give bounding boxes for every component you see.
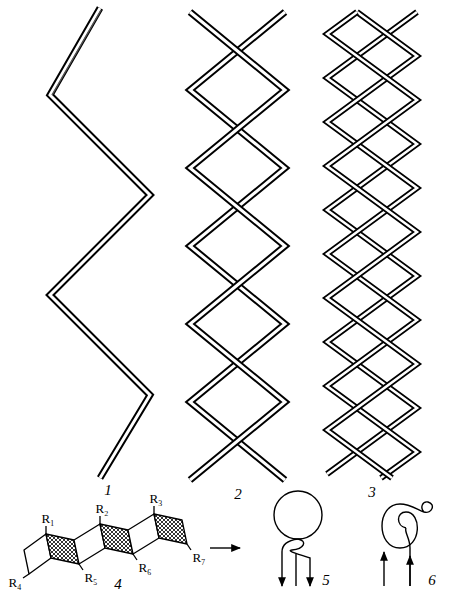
residue-label: R₃ <box>149 492 162 505</box>
figure-number: 3 <box>368 485 376 500</box>
loop-fold <box>274 491 322 586</box>
loop-fold <box>382 502 432 586</box>
residue-label: R₅ <box>84 571 97 584</box>
residue-label: R₂ <box>95 502 108 515</box>
residue-label: R₇ <box>192 551 205 564</box>
figure-number: 6 <box>428 573 436 588</box>
triple-strand <box>327 12 417 478</box>
pleated-sheet <box>23 506 191 578</box>
figure-number: 1 <box>104 483 112 498</box>
figure-number: 5 <box>322 573 330 588</box>
residue-label: R₁ <box>41 512 54 525</box>
residue-label: R₄ <box>8 576 21 589</box>
transition-arrow <box>210 547 240 548</box>
double-strand <box>190 12 285 480</box>
figure-number: 4 <box>114 577 122 592</box>
single-strand <box>50 8 150 478</box>
residue-label: R₆ <box>138 561 151 574</box>
figure-number: 2 <box>234 487 242 502</box>
